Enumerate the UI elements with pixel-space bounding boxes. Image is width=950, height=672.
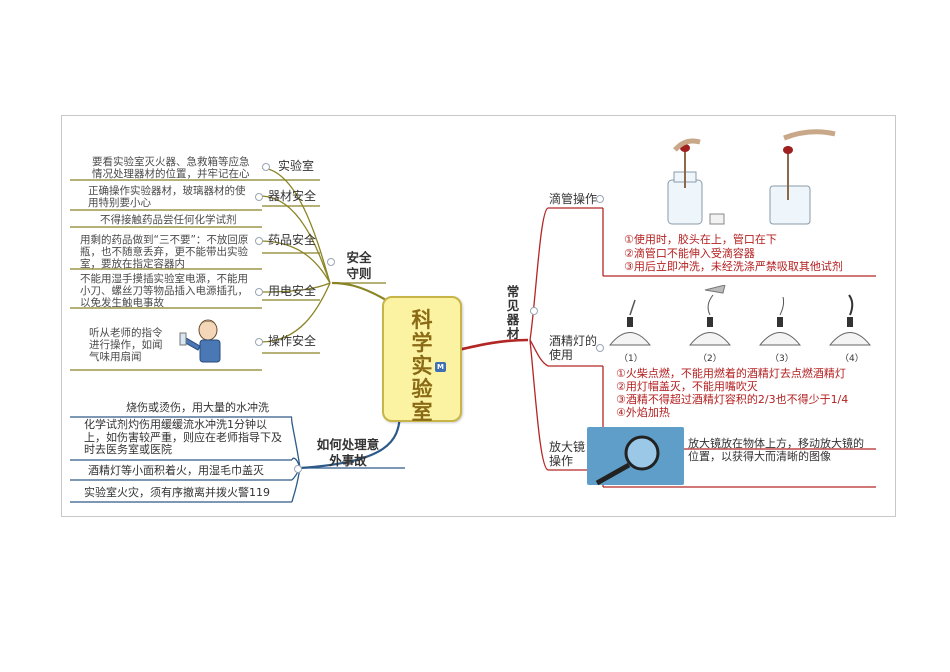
lamp-step-1: ①火柴点燃，不能用燃着的酒精灯去点燃酒精灯 [616, 367, 846, 380]
magnifier-desc: 放大镜放在物体上方，移动放大镜的位置，以获得大而清晰的图像 [688, 437, 864, 463]
safety-lab-dot[interactable] [262, 163, 270, 171]
safety-chemical-desc: 用剩的药品做到“三不要”：不放回原瓶，也不随意丢弃，更不能带出实验室，要放在指定… [80, 234, 249, 271]
dropper-illustration [667, 129, 836, 225]
alcohol-lamp-label[interactable]: 酒精灯的使用 [549, 334, 598, 362]
central-topic[interactable]: 科学实验室 M [382, 296, 462, 424]
safety-chemical-dot[interactable] [255, 237, 263, 245]
lamp-fig-4: （4） [840, 354, 864, 364]
dropper-step-1: ①使用时，胶头在上，管口在下 [624, 233, 777, 246]
safety-operation-dot[interactable] [255, 338, 263, 346]
accident-lab-fire: 实验室火灾，须有序撤离并拨火警119 [84, 486, 270, 499]
safety-lab-desc: 要看实验室灭火器、急救箱等应急情况处理器材的位置，并牢记在心 [92, 156, 250, 181]
accident-burn: 烧伤或烫伤，用大量的水冲洗 [126, 401, 269, 414]
safety-chemical-desc-top: 不得接触药品尝任何化学试剂 [100, 214, 237, 226]
accident-small-fire: 酒精灯等小面积着火，用湿毛巾盖灭 [88, 464, 264, 477]
safety-operation-label[interactable]: 操作安全 [268, 334, 317, 348]
student-illustration [179, 319, 221, 363]
lamp-step-4: ④外焰加热 [616, 406, 670, 419]
dropper-label[interactable]: 滴管操作 [549, 192, 598, 206]
safety-electric-dot[interactable] [255, 288, 263, 296]
lamp-fig-3: （3） [770, 354, 794, 364]
dropper-step-3: ③用后立即冲洗，未经洗涤严禁吸取其他试剂 [624, 260, 843, 273]
accident-branch-title[interactable]: 如何处理意外事故 [316, 437, 380, 468]
lamp-fig-2: （2） [698, 354, 722, 364]
alcohol-lamp-illustration [608, 285, 872, 346]
map-badge: M [435, 362, 446, 372]
safety-collapse-dot[interactable] [327, 258, 335, 266]
safety-equipment-dot[interactable] [255, 193, 263, 201]
magnifier-label[interactable]: 放大镜操作 [549, 440, 586, 468]
accident-chemical-burn: 化学试剂灼伤用缓缓流水冲洗1分钟以上，如伤害较严重，则应在老师指导下及时去医务室… [84, 418, 282, 457]
safety-electric-label[interactable]: 用电安全 [268, 284, 317, 298]
safety-operation-desc: 听从老师的指令进行操作，如闻气味用扇闻 [89, 327, 163, 364]
accident-collapse-dot[interactable] [294, 465, 302, 473]
safety-equipment-desc: 正确操作实验器材，玻璃器材的使用特别要小心 [88, 185, 246, 210]
lamp-fig-1: （1） [619, 354, 643, 364]
mind-map-frame [61, 115, 896, 517]
equipment-branch-title[interactable]: 常见器材 [506, 284, 520, 341]
lamp-step-3: ③酒精不得超过酒精灯容积的2/3也不得少于1/4 [616, 393, 849, 406]
dropper-step-2: ②滴管口不能伸入受滴容器 [624, 247, 755, 260]
dropper-dot[interactable] [596, 195, 604, 203]
safety-electric-desc: 不能用湿手摸插实验室电源，不能用小刀、螺丝刀等物品插入电源插孔，以免发生触电事故 [80, 273, 248, 310]
equipment-collapse-dot[interactable] [530, 307, 538, 315]
central-topic-title: 科学实验室 [411, 307, 433, 424]
magnifier-photo [587, 427, 684, 485]
safety-equipment-label[interactable]: 器材安全 [268, 189, 317, 203]
lamp-step-2: ②用灯帽盖灭，不能用嘴吹灭 [616, 380, 758, 393]
safety-branch-title[interactable]: 安全守则 [346, 250, 372, 281]
safety-chemical-label[interactable]: 药品安全 [268, 233, 317, 247]
safety-lab-label[interactable]: 实验室 [278, 159, 315, 173]
alcohol-lamp-dot[interactable] [596, 344, 604, 352]
